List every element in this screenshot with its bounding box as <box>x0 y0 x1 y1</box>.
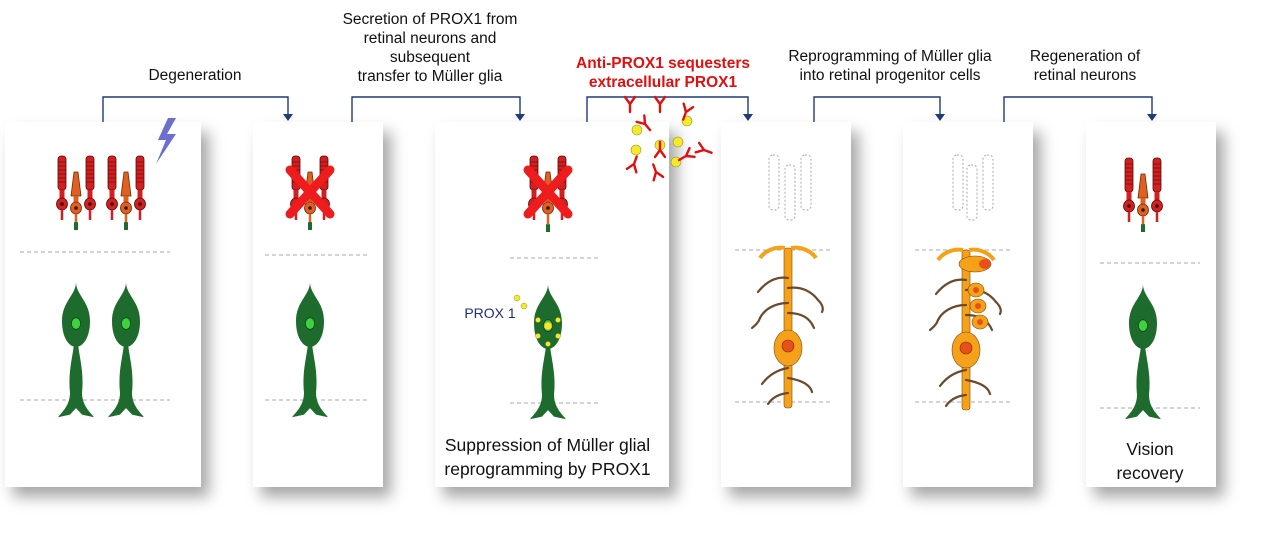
progenitor-cells <box>915 154 1010 412</box>
secretion-line-1: Secretion of PROX1 from <box>342 11 518 28</box>
degenerated-retina <box>265 154 370 417</box>
regeneration-line-2: retinal neurons <box>1033 67 1137 84</box>
degeneration-text: Degeneration <box>148 67 242 84</box>
vision-line-1: Vision <box>1126 439 1174 459</box>
reprogramming-line-1: Reprogramming of Müller glia <box>788 48 992 65</box>
suppression-line-2: reprogramming by PROX1 <box>444 459 651 479</box>
label-vision-recovery: Vision recovery <box>1100 437 1200 485</box>
secretion-line-2: retinal neurons and <box>363 30 497 47</box>
label-secretion: Secretion of PROX1 from retinal neurons … <box>325 10 535 86</box>
regenerated-retina <box>1100 156 1200 419</box>
prox1-text: PROX 1 <box>464 305 516 321</box>
label-degeneration: Degeneration <box>120 66 270 85</box>
panel-healthy <box>5 122 201 487</box>
label-regeneration: Regeneration of retinal neurons <box>1010 47 1160 85</box>
secretion-line-4: transfer to Müller glia <box>357 68 503 85</box>
healthy-retina <box>20 118 176 417</box>
anti-prox1-antibodies <box>623 95 715 182</box>
suppression-line-1: Suppression of Müller glial <box>444 435 651 455</box>
reactive-glia <box>735 154 830 410</box>
label-suppression: Suppression of Müller glial reprogrammin… <box>420 433 675 481</box>
regeneration-line-1: Regeneration of <box>1029 48 1141 65</box>
label-reprogramming: Reprogramming of Müller glia into retina… <box>765 47 1015 85</box>
anti-line-1: Anti-PROX1 sequesters <box>576 55 750 72</box>
anti-line-2: extracellular PROX1 <box>588 74 738 91</box>
label-anti-prox1: Anti-PROX1 sequesters extracellular PROX… <box>563 54 763 92</box>
prox1-suppression-retina <box>510 154 600 419</box>
vision-line-2: recovery <box>1116 463 1184 483</box>
reprogramming-line-2: into retinal progenitor cells <box>799 67 981 84</box>
secretion-line-3: subsequent <box>389 49 471 66</box>
lightning-icon <box>156 118 176 164</box>
label-prox1: PROX 1 <box>455 304 525 323</box>
